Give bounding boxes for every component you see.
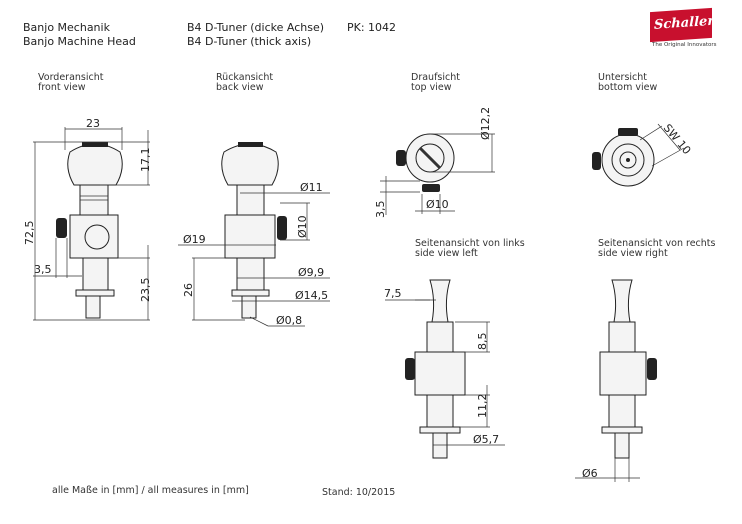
left-view-label-de: Seitenansicht von links — [415, 238, 525, 249]
dim-back-shaft: Ø9,9 — [298, 266, 324, 279]
title-de: Banjo Mechanik — [23, 21, 110, 34]
top-view-tuner — [380, 133, 495, 215]
dim-right-post: Ø6 — [582, 467, 598, 480]
front-view-tuner — [33, 127, 150, 321]
dim-top-offset: 3,5 — [374, 201, 387, 219]
dim-top-screw: Ø10 — [426, 198, 449, 211]
top-view-label-en: top view — [411, 82, 452, 93]
model-de: B4 D-Tuner (dicke Achse) — [187, 21, 325, 34]
dim-back-collar: Ø11 — [300, 181, 323, 194]
dim-back-washer: Ø14,5 — [295, 289, 328, 302]
logo-tagline: The Original Innovators — [652, 42, 717, 48]
left-view-tuner — [385, 279, 505, 459]
dim-left-collar: 8,5 — [476, 333, 489, 351]
dim-back-length: 26 — [182, 283, 195, 297]
dim-back-housing: Ø19 — [183, 233, 206, 246]
model-en: B4 D-Tuner (thick axis) — [187, 35, 312, 48]
right-view-label-de: Seitenansicht von rechts — [598, 238, 716, 249]
revision-date: Stand: 10/2015 — [322, 487, 396, 498]
back-view-label-en: back view — [216, 82, 264, 93]
back-view-tuner — [178, 142, 330, 327]
back-view-label-de: Rückansicht — [216, 72, 274, 83]
dim-top-knob: Ø12,2 — [479, 107, 492, 140]
dim-back-hole: Ø0,8 — [276, 314, 302, 327]
right-view-label-en: side view right — [598, 248, 668, 259]
dim-left-knob: 7,5 — [384, 287, 402, 300]
dim-back-screw: Ø10 — [296, 215, 309, 238]
title-en: Banjo Machine Head — [23, 35, 136, 48]
dim-front-shaft: 23,5 — [139, 278, 152, 303]
front-view-label-en: front view — [38, 82, 86, 93]
bottom-view-label-en: bottom view — [598, 82, 658, 93]
dim-front-knob-height: 17,1 — [139, 148, 152, 173]
bottom-view-tuner — [592, 123, 685, 187]
dim-left-post: Ø5,7 — [473, 433, 499, 446]
left-view-label-en: side view left — [415, 248, 478, 259]
dim-left-shaft: 11,2 — [476, 394, 489, 419]
part-number: PK: 1042 — [347, 21, 397, 34]
top-view-label-de: Draufsicht — [411, 72, 460, 83]
front-view-label-de: Vorderansicht — [38, 72, 104, 83]
dim-front-total: 72,5 — [23, 221, 36, 246]
right-view-tuner — [575, 279, 657, 482]
bottom-view-label-de: Untersicht — [598, 72, 648, 83]
dim-front-width: 23 — [86, 117, 100, 130]
dim-front-screw: 3,5 — [34, 263, 52, 276]
units-note: alle Maße in [mm] / all measures in [mm] — [52, 485, 249, 496]
